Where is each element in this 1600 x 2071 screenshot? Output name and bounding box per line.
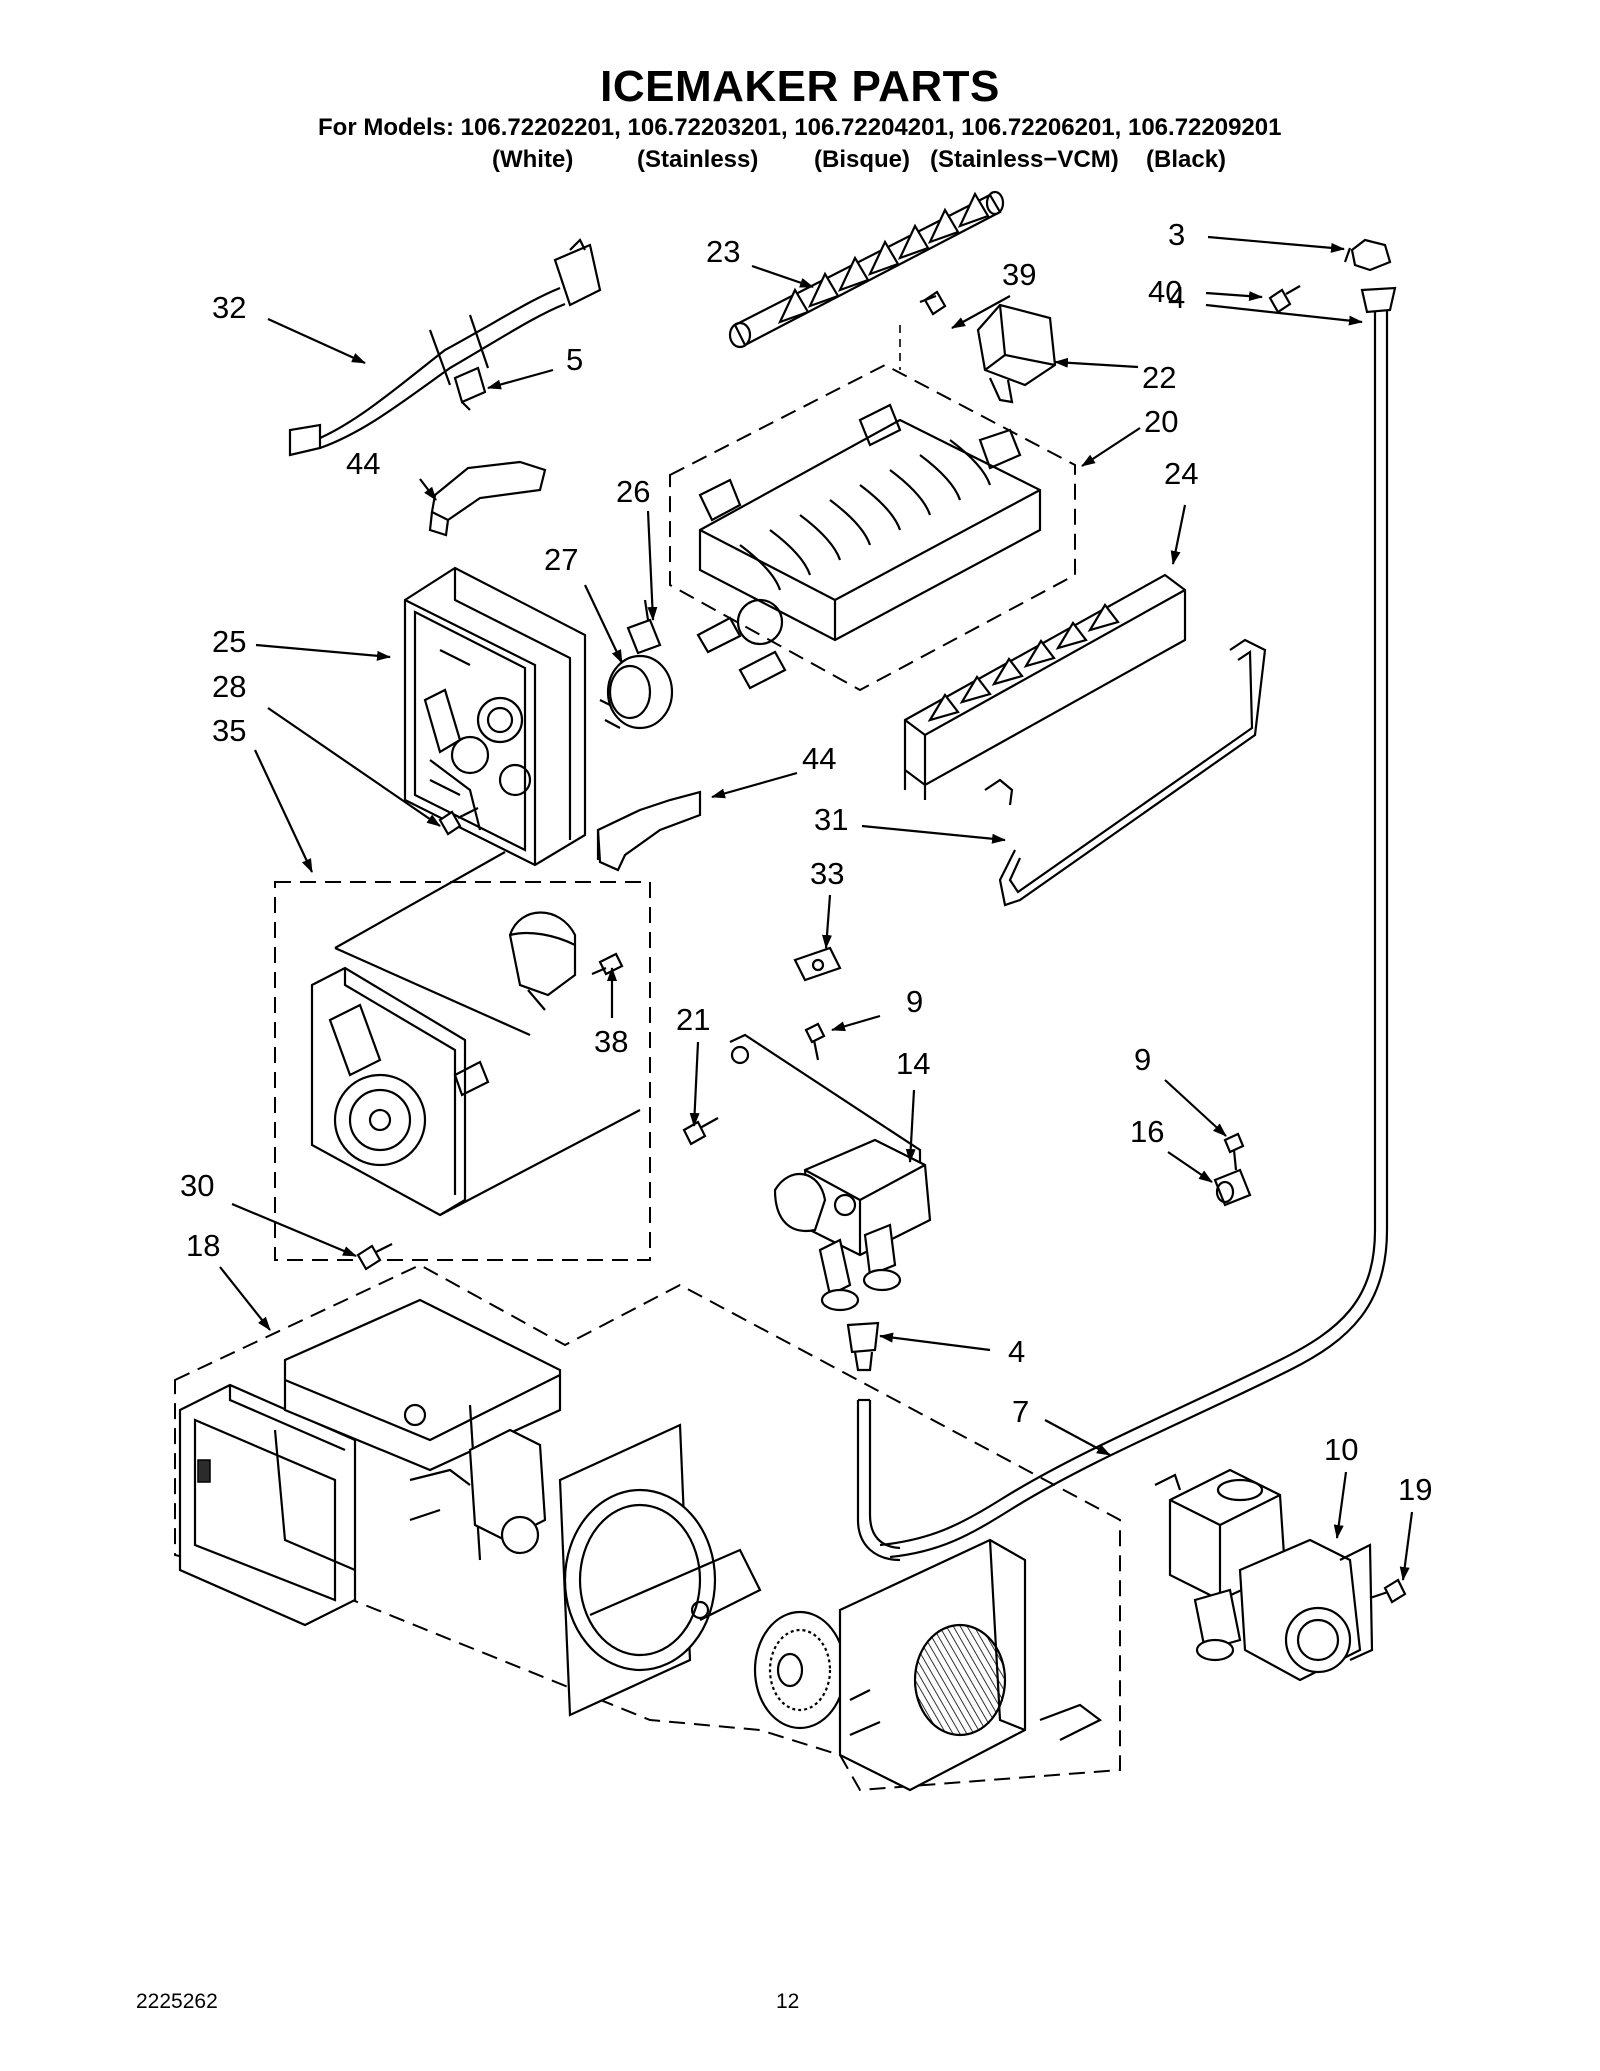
screw-part-9-center: [804, 1022, 826, 1061]
page-title: ICEMAKER PARTS: [600, 62, 1000, 111]
insert-part-4-upper: [1360, 286, 1397, 314]
callout-40: 40: [1148, 274, 1182, 309]
finish-black: (Black): [1146, 146, 1227, 173]
motor-part-27: [599, 654, 674, 730]
bracket-part-44-lower: [596, 790, 702, 872]
callout-24: 24: [1164, 456, 1198, 491]
callout-22: 22: [1142, 360, 1176, 395]
bracket-part-44-upper: [428, 460, 547, 537]
callout-14: 14: [896, 1046, 930, 1081]
callout-21: 21: [676, 1002, 710, 1037]
callout-4-lower: 4: [1008, 1334, 1025, 1369]
callout-31: 31: [814, 802, 848, 837]
callout-30: 30: [180, 1168, 214, 1203]
fitting-part-3: [1343, 238, 1392, 272]
callout-44-upper: 44: [346, 446, 380, 481]
callout-16: 16: [1130, 1114, 1164, 1149]
finish-white: (White): [492, 146, 574, 173]
ice-stripper-part-24: [903, 573, 1187, 800]
callout-19: 19: [1398, 1472, 1432, 1507]
document-number: 2225262: [136, 1990, 218, 2013]
clamp-part-16: [1213, 1168, 1252, 1207]
screw-part-9-right: [1223, 1132, 1245, 1171]
finish-stainless: (Stainless): [637, 146, 759, 173]
callout-5: 5: [566, 342, 583, 377]
screw-part-30: [356, 1243, 393, 1271]
callout-9-right: 9: [1134, 1042, 1151, 1077]
fan-assembly-part-18: [174, 1263, 1121, 1792]
motor-module-part-35: [274, 851, 651, 1261]
inlet-valve-part-10: [1154, 1468, 1374, 1682]
callout-32: 32: [212, 290, 246, 325]
ejector-part-23: [728, 190, 1005, 349]
callout-23: 23: [706, 234, 740, 269]
screw-part-39: [919, 290, 947, 316]
wire-harness-part-32: [288, 238, 602, 457]
callout-26: 26: [616, 474, 650, 509]
ice-mold-part-20: [669, 363, 1076, 692]
water-tube-part-7: [856, 298, 1389, 1562]
callout-18: 18: [186, 1228, 220, 1263]
fill-cup-part-22: [976, 303, 1057, 404]
screw-part-21: [682, 1117, 719, 1146]
callout-44-lower: 44: [802, 741, 836, 776]
callout-33: 33: [810, 856, 844, 891]
callout-27: 27: [544, 542, 578, 577]
callout-10: 10: [1324, 1432, 1358, 1467]
page-number: 12: [776, 1990, 800, 2013]
callout-3: 3: [1168, 217, 1185, 252]
callout-7: 7: [1012, 1394, 1029, 1429]
screw-part-19: [1369, 1578, 1407, 1604]
shutoff-arm-part-31: [984, 638, 1267, 907]
models-line: For Models: 106.72202201, 106.72203201, …: [318, 114, 1282, 141]
callout-38: 38: [594, 1024, 628, 1059]
screw-part-28: [438, 807, 479, 836]
screw-part-40: [1268, 285, 1301, 314]
callout-labels: 3 40 4 23 39 22 20 24 32 5 44 26 27 25 2…: [180, 217, 1432, 1507]
insert-part-4-lower: [846, 1321, 880, 1372]
callout-39: 39: [1002, 257, 1036, 292]
control-housing-part-25: [403, 566, 587, 867]
water-valve-part-14: [729, 1033, 932, 1312]
screw-part-38: [591, 952, 624, 976]
clamp-part-33: [793, 946, 842, 982]
callout-25: 25: [212, 624, 246, 659]
callout-28: 28: [212, 669, 246, 704]
callout-arrows: [219, 235, 1414, 1581]
callout-4-upper: 4: [1168, 280, 1185, 315]
finish-stainless-vcm: (Stainless−VCM): [930, 146, 1119, 173]
callout-35: 35: [212, 713, 246, 748]
callout-9-center: 9: [906, 984, 923, 1019]
clip-part-5: [453, 366, 487, 411]
finish-bisque: (Bisque): [814, 146, 910, 173]
switch-part-26: [626, 599, 662, 655]
callout-20: 20: [1144, 404, 1178, 439]
